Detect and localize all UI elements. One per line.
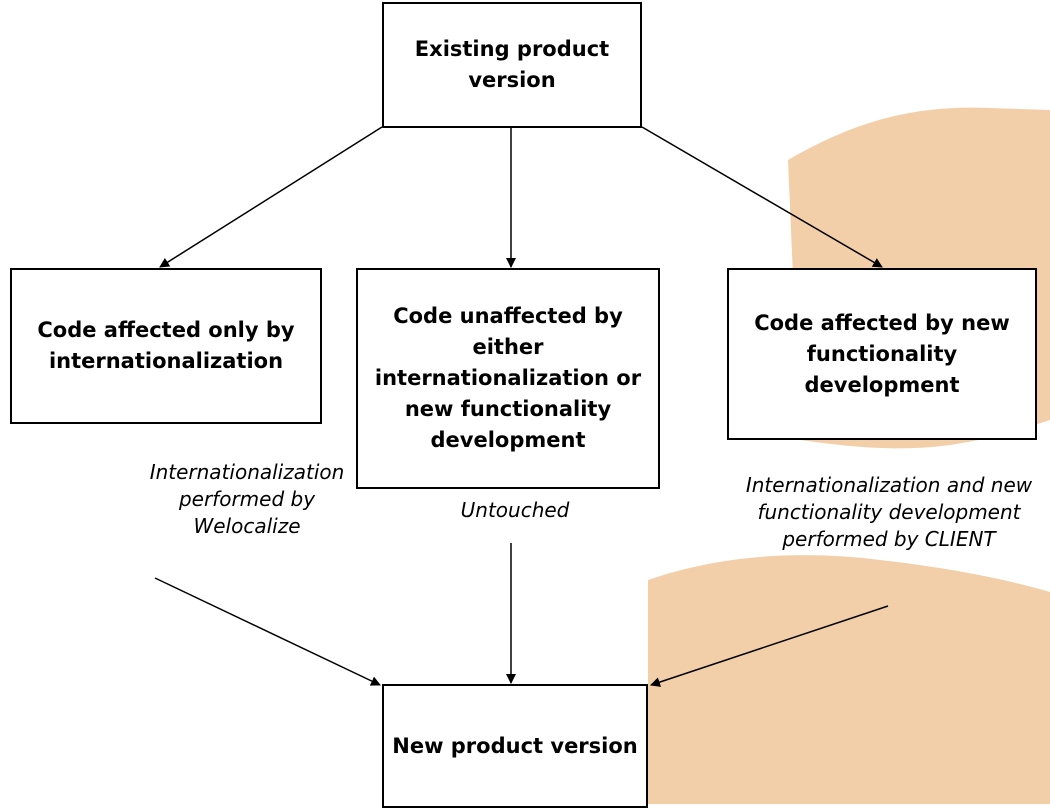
new-product-version-box: New product version: [382, 684, 648, 808]
code-affected-new-func-label: Code affected by new functionality devel…: [754, 310, 1010, 397]
untouched-note: Untouched: [460, 498, 570, 522]
arrow-existing-to-new-func: [641, 126, 883, 268]
arrow-welocalize-to-new-version: [154, 577, 381, 686]
code-unaffected-label: Code unaffected by either internationali…: [374, 304, 642, 452]
code-unaffected-box: Code unaffected by either internationali…: [356, 268, 660, 489]
code-affected-only-intl-label: Code affected only by internationalizati…: [37, 318, 295, 373]
existing-product-version-box: Existing product version: [382, 2, 642, 128]
arrow-client-to-new-version: [650, 605, 889, 687]
new-product-version-label: New product version: [392, 733, 638, 758]
existing-product-version-label: Existing product version: [414, 37, 610, 92]
code-affected-only-intl-box: Code affected only by internationalizati…: [10, 268, 322, 424]
client-note: Internationalization and new functionali…: [745, 473, 1033, 551]
code-affected-new-func-box: Code affected by new functionality devel…: [727, 268, 1037, 440]
arrow-existing-to-only-intl: [159, 126, 383, 268]
watermark-shape-lower: [648, 555, 1050, 804]
welocalize-note: Internationalization performed by Weloca…: [149, 460, 345, 538]
